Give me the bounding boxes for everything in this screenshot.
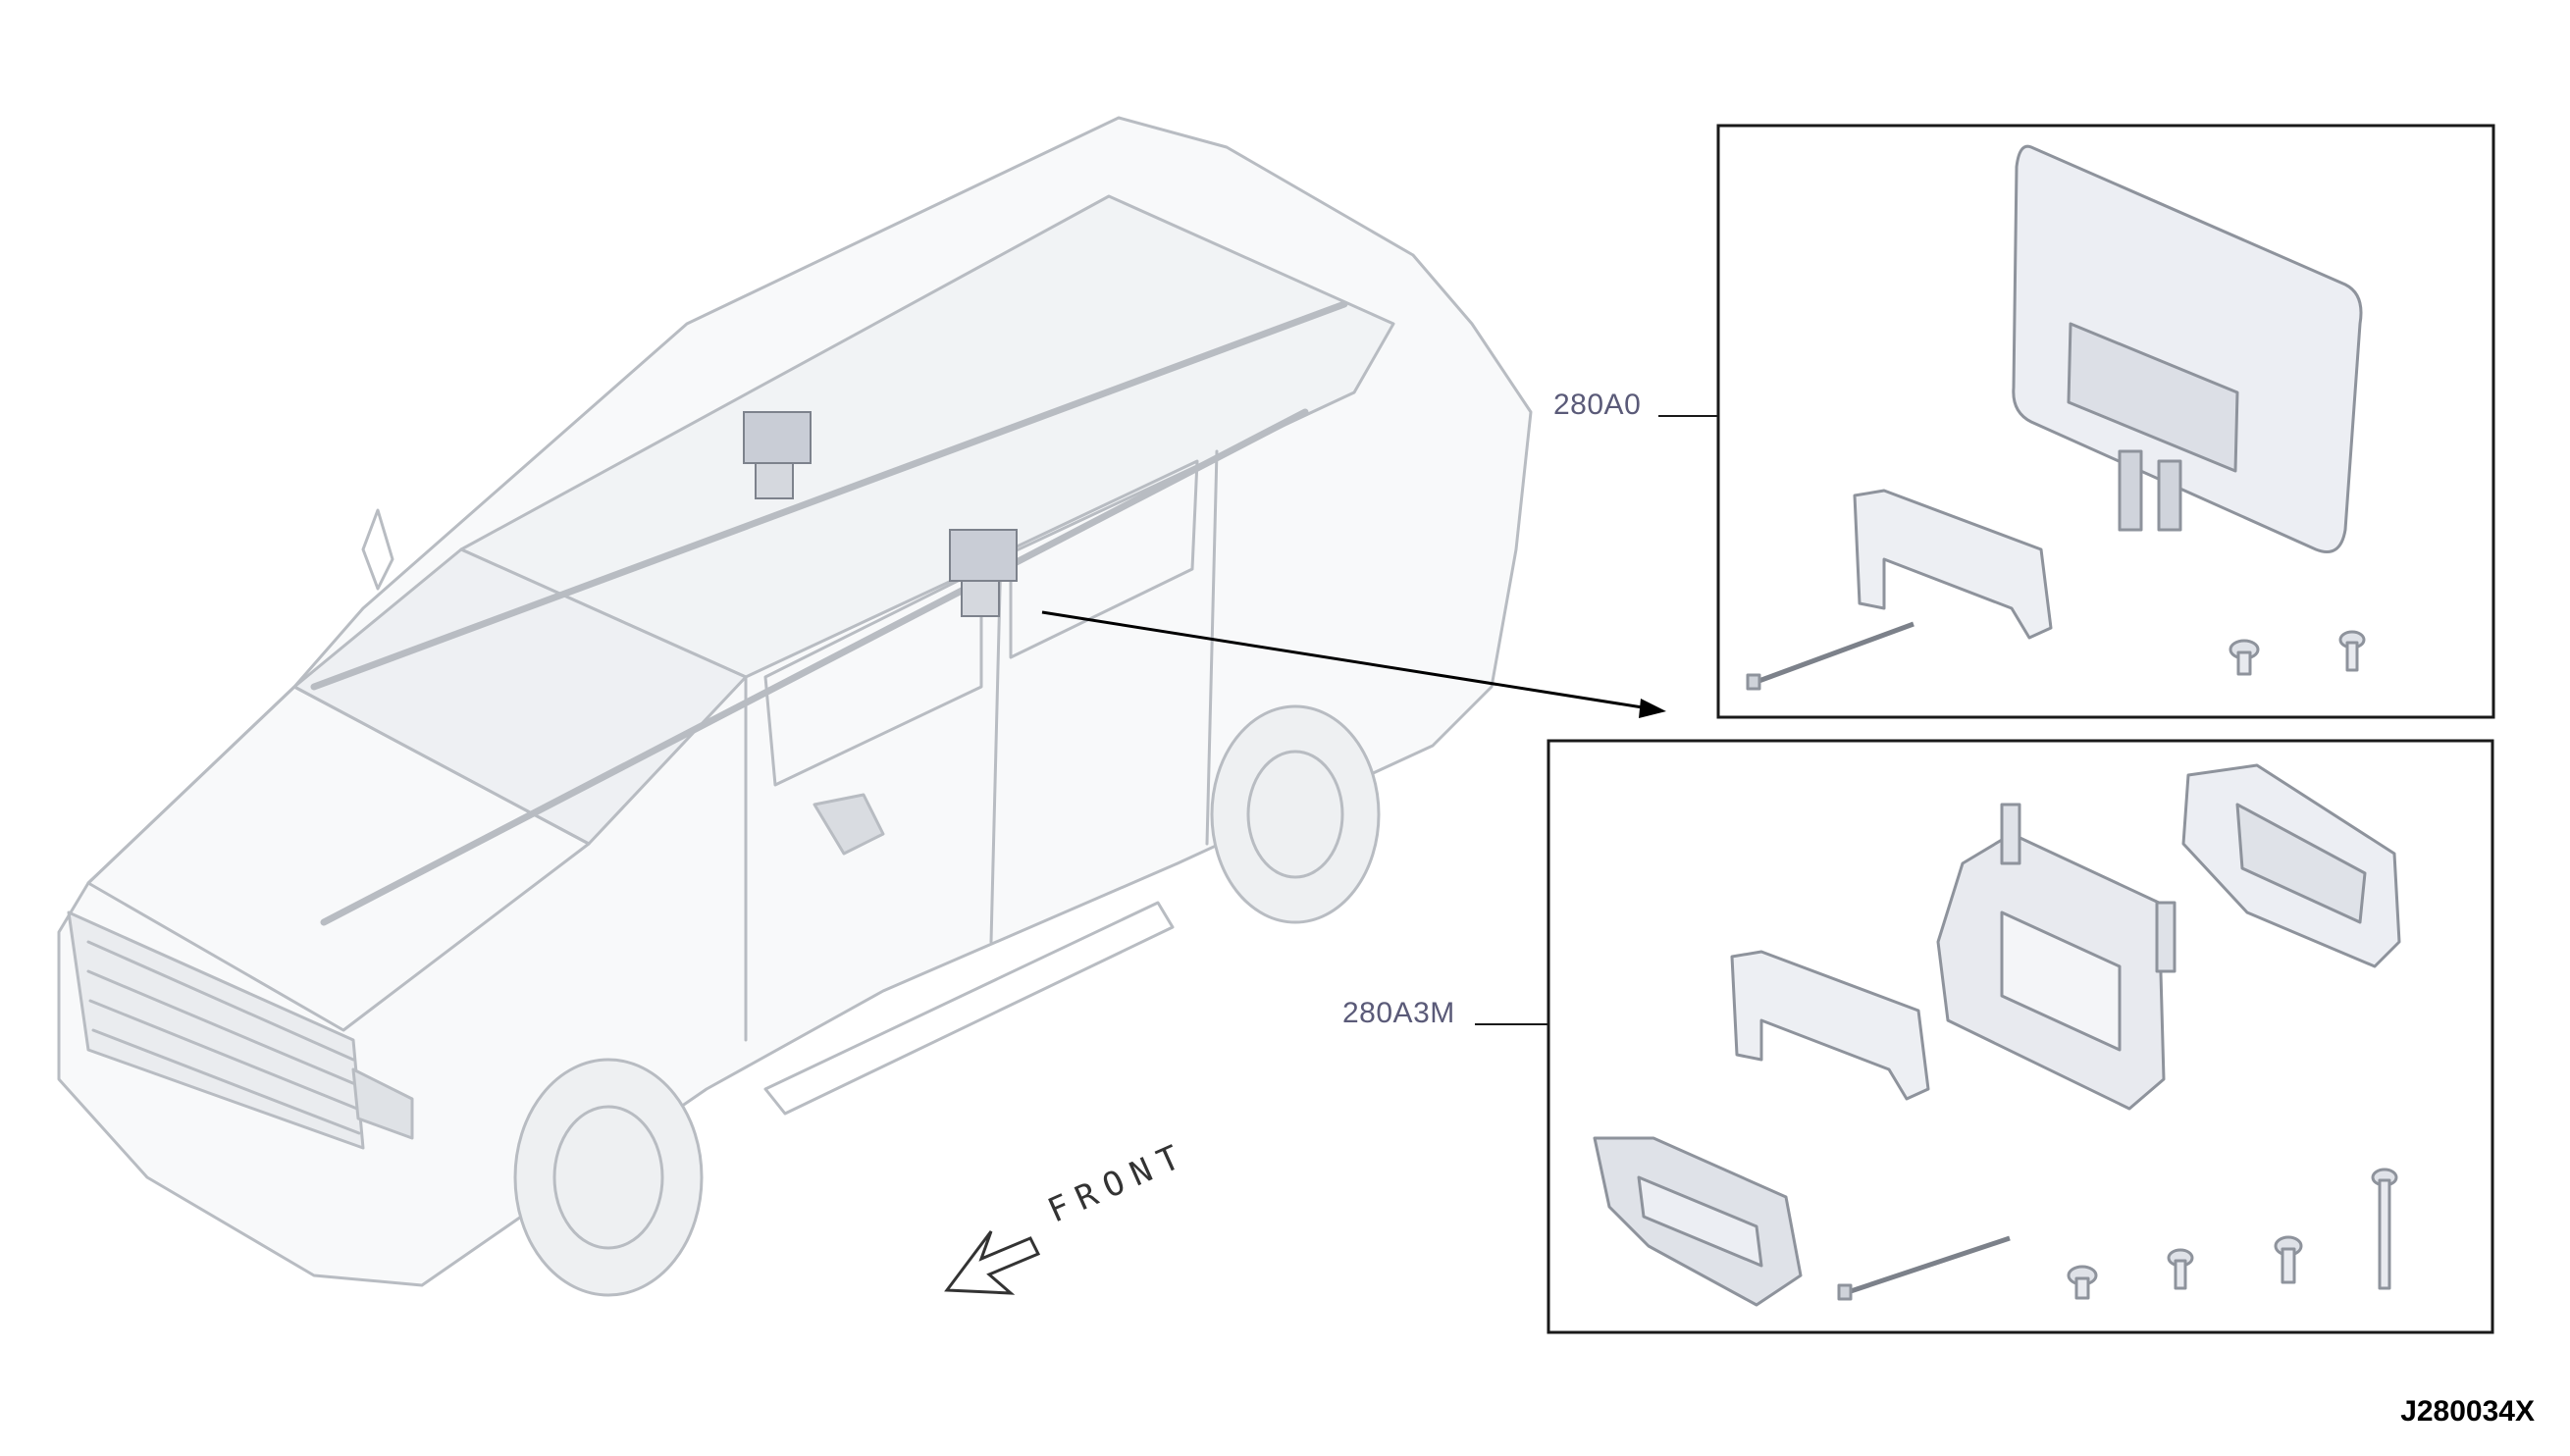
screw-c xyxy=(2067,1265,2098,1300)
screw-e xyxy=(2274,1235,2303,1284)
vehicle-monitor-mount-rear xyxy=(949,529,1018,617)
part-callout-280a0: 280A0 xyxy=(1553,389,1642,421)
trim-cover-lower xyxy=(1730,950,1930,1101)
cable-tie-lower xyxy=(1844,1235,2011,1296)
trim-cover xyxy=(1853,489,2053,640)
parts-lower xyxy=(1593,763,2401,1307)
part-callout-280a3m: 280A3M xyxy=(1342,997,1455,1029)
parts-upper xyxy=(1746,144,2366,691)
monitor-screen xyxy=(2012,144,2363,553)
drawing-id: J280034X xyxy=(2400,1395,2535,1428)
vehicle-monitor-mount-front xyxy=(743,411,812,499)
vehicle-illustration xyxy=(57,116,1533,1297)
screw-b xyxy=(2338,630,2366,672)
cable-tie xyxy=(1753,621,1914,686)
front-direction-arrow xyxy=(944,1230,1041,1295)
screw-a xyxy=(2229,639,2260,676)
screw-d xyxy=(2167,1248,2194,1290)
pointer-arrow xyxy=(1041,610,1666,718)
long-bolt xyxy=(2371,1168,2398,1290)
